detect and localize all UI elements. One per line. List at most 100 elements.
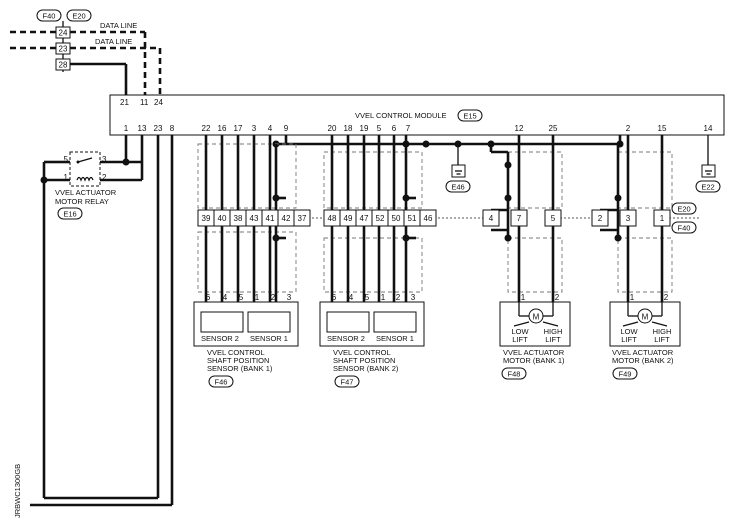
svg-text:VVEL CONTROL: VVEL CONTROL [207, 348, 265, 357]
joint-connector-group4: 2 3 1 [591, 209, 671, 227]
svg-text:SENSOR (BANK 2): SENSOR (BANK 2) [333, 364, 399, 373]
motor-bank1: 1 2 M LOW LIFT HIGH LIFT VVEL ACTUATOR M… [499, 293, 571, 380]
data-line-label-1: DATA LINE [100, 21, 137, 30]
svg-text:23: 23 [154, 124, 163, 133]
svg-text:4: 4 [268, 124, 273, 133]
svg-text:MOTOR (BANK 1): MOTOR (BANK 1) [503, 356, 565, 365]
svg-text:5: 5 [377, 124, 382, 133]
svg-text:5: 5 [551, 214, 556, 223]
ground-e46: E46 [445, 164, 471, 193]
svg-text:2: 2 [664, 293, 669, 302]
svg-text:1: 1 [124, 124, 129, 133]
svg-text:42: 42 [282, 214, 291, 223]
svg-text:14: 14 [704, 124, 713, 133]
svg-text:5: 5 [365, 293, 370, 302]
svg-text:7: 7 [517, 214, 522, 223]
sensor-bank1: 6 4 5 1 2 3 SENSOR 2 SENSOR 1 VVEL CONTR… [193, 293, 299, 388]
svg-text:48: 48 [328, 214, 337, 223]
data-lines: DATA LINE DATA LINE 24 23 28 [10, 21, 162, 95]
svg-text:HIGH: HIGH [544, 327, 563, 336]
svg-text:LIFT: LIFT [621, 335, 637, 344]
svg-text:E20: E20 [677, 205, 690, 214]
svg-text:25: 25 [549, 124, 558, 133]
svg-text:40: 40 [218, 214, 227, 223]
svg-text:HIGH: HIGH [653, 327, 672, 336]
data-pin-28: 28 [59, 61, 68, 70]
svg-text:3: 3 [252, 124, 257, 133]
svg-text:37: 37 [298, 214, 307, 223]
svg-text:SENSOR 2: SENSOR 2 [201, 334, 239, 343]
svg-text:4: 4 [489, 214, 494, 223]
svg-text:LOW: LOW [620, 327, 638, 336]
svg-text:5: 5 [239, 293, 244, 302]
motor-bank2: 1 2 M LOW LIFT HIGH LIFT VVEL ACTUATOR M… [609, 293, 681, 380]
svg-text:49: 49 [344, 214, 353, 223]
svg-text:51: 51 [408, 214, 417, 223]
connector-tag-top-left-a: F40 [36, 9, 62, 22]
svg-text:8: 8 [170, 124, 175, 133]
svg-text:39: 39 [202, 214, 211, 223]
svg-text:2: 2 [271, 293, 276, 302]
motor-symbol: M [642, 313, 649, 322]
svg-text:38: 38 [234, 214, 243, 223]
svg-text:SHAFT POSITION: SHAFT POSITION [207, 356, 269, 365]
relay-label-line1: VVEL ACTUATOR [55, 188, 117, 197]
module-bottom-pins: 1 13 23 8 22 16 17 3 4 9 20 18 19 5 6 7 … [124, 124, 713, 133]
svg-text:4: 4 [349, 293, 354, 302]
svg-text:E20: E20 [72, 12, 85, 21]
svg-text:F46: F46 [215, 378, 228, 387]
svg-text:41: 41 [266, 214, 275, 223]
side-code: JRBWC1300GB [13, 464, 22, 518]
ground-e22: E22 [695, 135, 721, 193]
module-connector-tag: E15 [463, 112, 476, 121]
svg-text:MOTOR (BANK 2): MOTOR (BANK 2) [612, 356, 674, 365]
svg-text:E22: E22 [701, 183, 714, 192]
svg-text:13: 13 [138, 124, 147, 133]
module-top-pin-11: 11 [140, 98, 149, 107]
svg-text:F47: F47 [341, 378, 354, 387]
data-line-label-2: DATA LINE [95, 37, 132, 46]
svg-text:52: 52 [376, 214, 385, 223]
svg-text:4: 4 [223, 293, 228, 302]
svg-text:VVEL ACTUATOR: VVEL ACTUATOR [503, 348, 565, 357]
module-title: VVEL CONTROL MODULE [355, 111, 447, 120]
svg-text:E46: E46 [451, 183, 464, 192]
svg-text:3: 3 [626, 214, 631, 223]
motor-symbol: M [533, 313, 540, 322]
svg-text:3: 3 [411, 293, 416, 302]
svg-text:1: 1 [255, 293, 260, 302]
svg-text:22: 22 [202, 124, 211, 133]
joint-connector-group3: 4 7 5 [482, 209, 562, 227]
svg-text:F48: F48 [508, 370, 521, 379]
svg-text:15: 15 [658, 124, 667, 133]
svg-text:12: 12 [515, 124, 524, 133]
svg-text:9: 9 [284, 124, 289, 133]
svg-text:2: 2 [555, 293, 560, 302]
joint-connector-group1: 39 40 38 43 41 42 37 [197, 209, 311, 227]
relay-label-line2: MOTOR RELAY [55, 197, 109, 206]
svg-text:VVEL ACTUATOR: VVEL ACTUATOR [612, 348, 674, 357]
svg-text:SENSOR 1: SENSOR 1 [250, 334, 288, 343]
connector-tag-top-left-b: E20 [66, 9, 92, 22]
svg-text:6: 6 [206, 293, 211, 302]
svg-text:LIFT: LIFT [654, 335, 670, 344]
svg-text:2: 2 [626, 124, 631, 133]
svg-text:SENSOR 1: SENSOR 1 [376, 334, 414, 343]
svg-text:50: 50 [392, 214, 401, 223]
relay-wiring [30, 135, 174, 507]
module-top-pin-21: 21 [120, 98, 129, 107]
svg-text:1: 1 [660, 214, 665, 223]
svg-text:46: 46 [424, 214, 433, 223]
svg-text:17: 17 [234, 124, 243, 133]
relay-pin-5: 5 [64, 155, 69, 164]
vvel-control-module: 21 11 2 4 VVEL CONTROL MODULE E15 [109, 94, 725, 136]
svg-text:18: 18 [344, 124, 353, 133]
svg-text:16: 16 [218, 124, 227, 133]
svg-text:6: 6 [392, 124, 397, 133]
svg-text:7: 7 [406, 124, 411, 133]
svg-text:VVEL CONTROL: VVEL CONTROL [333, 348, 391, 357]
svg-text:3: 3 [287, 293, 292, 302]
svg-text:LOW: LOW [511, 327, 529, 336]
main-bus [272, 135, 624, 165]
svg-text:1: 1 [630, 293, 635, 302]
